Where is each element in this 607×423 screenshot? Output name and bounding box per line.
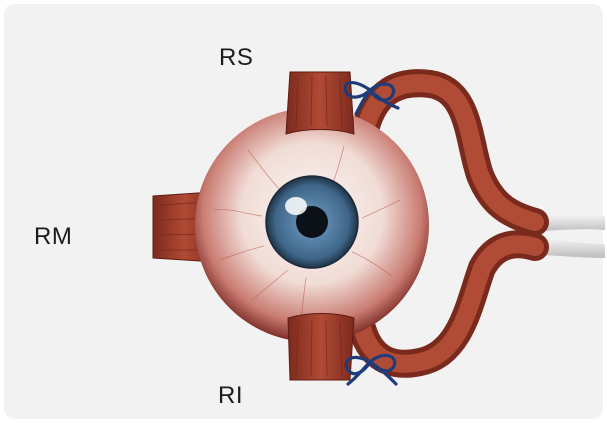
rs-muscle (286, 72, 354, 134)
label-rs: RS (219, 44, 253, 72)
label-rm: RM (34, 223, 72, 251)
iris (266, 176, 358, 268)
iris-highlight (285, 197, 307, 215)
ri-muscle (288, 314, 354, 381)
label-ri: RI (218, 382, 243, 410)
